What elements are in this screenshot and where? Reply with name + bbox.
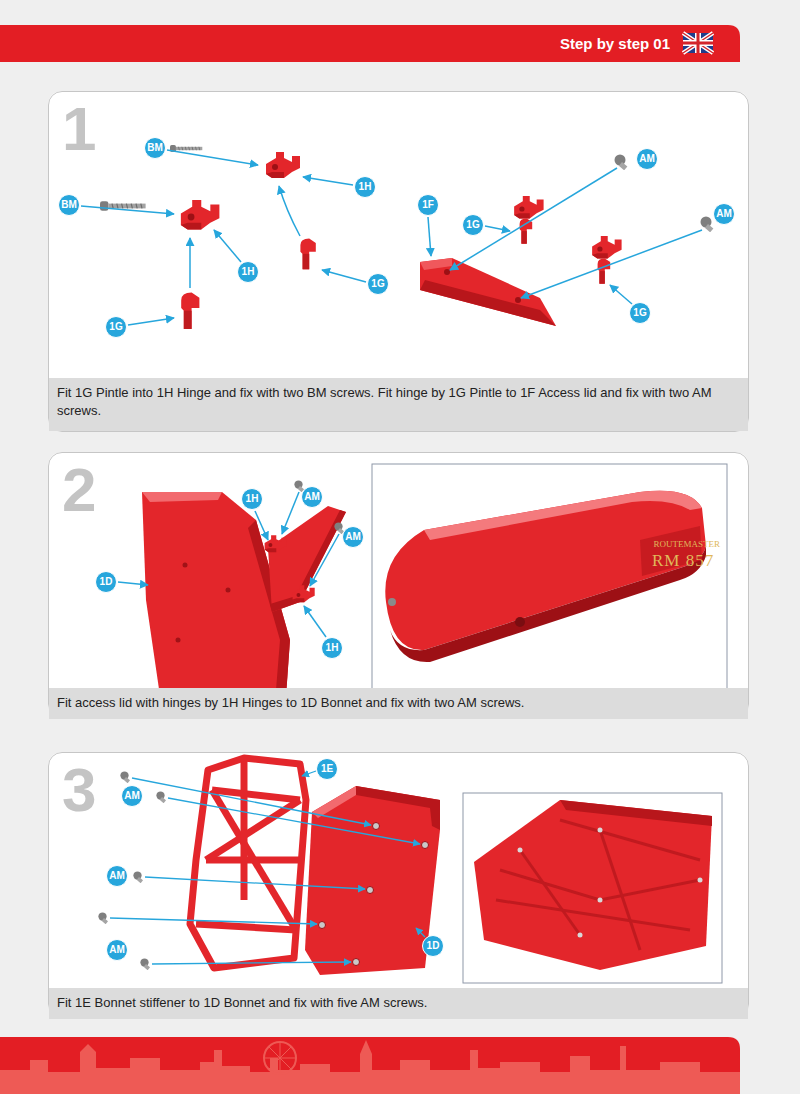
- caption-text: Fit 1G Pintle into 1H Hinge and fix with…: [57, 384, 740, 420]
- callout-number: 1H: [241, 488, 263, 510]
- part-code: AM: [109, 945, 125, 955]
- bonnet-lettering: ROUTEMASTER: [653, 540, 720, 549]
- callout-number: AM: [342, 526, 364, 548]
- part-code: 1H: [326, 643, 339, 653]
- callout-number: AM: [713, 203, 735, 225]
- part-code: AM: [109, 871, 125, 881]
- callout-number: BM: [144, 137, 166, 159]
- instruction-caption: Fit 1E Bonnet stiffener to 1D Bonnet and…: [49, 988, 748, 1019]
- callout-number: 1F: [417, 194, 439, 216]
- callout-number: 1G: [462, 214, 484, 236]
- part-code: AM: [304, 492, 320, 502]
- step-panel: 1Fit 1G Pintle into 1H Hinge and fix wit…: [48, 91, 749, 432]
- instruction-caption: Fit access lid with hinges by 1H Hinges …: [49, 688, 748, 719]
- part-code: 1E: [321, 764, 333, 774]
- callout-number: 1G: [629, 302, 651, 324]
- part-code: 1H: [242, 267, 255, 277]
- step-panel: 2Fit access lid with hinges by 1H Hinges…: [48, 452, 749, 718]
- callout-number: 1D: [95, 571, 117, 593]
- part-code: 1D: [100, 577, 113, 587]
- part-code: AM: [639, 154, 655, 164]
- step-panel: 3Fit 1E Bonnet stiffener to 1D Bonnet an…: [48, 752, 749, 1018]
- part-code: 1G: [109, 322, 122, 332]
- part-code: 1H: [246, 494, 259, 504]
- callout-number: 1H: [321, 637, 343, 659]
- callout-number: AM: [636, 148, 658, 170]
- step-number: 2: [62, 459, 96, 521]
- part-code: 1F: [422, 200, 434, 210]
- part-code: BM: [61, 200, 77, 210]
- part-code: 1G: [371, 279, 384, 289]
- part-code: AM: [124, 791, 140, 801]
- part-code: AM: [345, 532, 361, 542]
- callout-number: AM: [106, 865, 128, 887]
- part-code: 1G: [633, 308, 646, 318]
- part-code: AM: [716, 209, 732, 219]
- step-number: 1: [62, 98, 96, 160]
- callout-number: BM: [58, 194, 80, 216]
- caption-text: Fit access lid with hinges by 1H Hinges …: [57, 694, 740, 712]
- callout-number: AM: [301, 486, 323, 508]
- callout-number: AM: [121, 785, 143, 807]
- callout-number: 1G: [105, 316, 127, 338]
- part-code: 1H: [359, 182, 372, 192]
- part-code: 1G: [466, 220, 479, 230]
- callout-number: 1D: [422, 935, 444, 957]
- callout-number: 1G: [367, 273, 389, 295]
- callout-number: 1H: [237, 261, 259, 283]
- page-title: Step by step 01: [560, 36, 670, 51]
- step-number: 3: [62, 759, 96, 821]
- callout-number: 1E: [316, 758, 338, 780]
- part-code: BM: [147, 143, 163, 153]
- instruction-caption: Fit 1G Pintle into 1H Hinge and fix with…: [49, 378, 748, 431]
- callout-number: AM: [106, 939, 128, 961]
- bonnet-lettering: RM 857: [652, 552, 714, 569]
- part-code: 1D: [427, 941, 440, 951]
- callout-number: 1H: [354, 176, 376, 198]
- caption-text: Fit 1E Bonnet stiffener to 1D Bonnet and…: [57, 994, 740, 1012]
